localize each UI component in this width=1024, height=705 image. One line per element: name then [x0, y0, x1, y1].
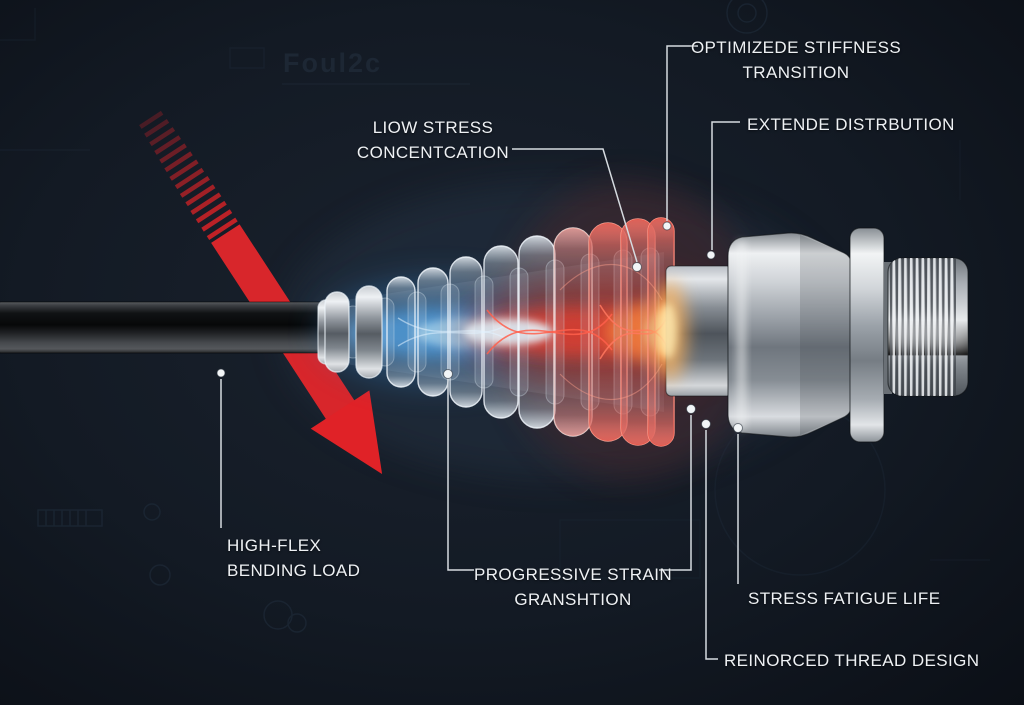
callout-stress-fatigue-life: STRESS FATIGUE LIFE [748, 589, 941, 608]
arrowhead [310, 390, 383, 475]
callout-line: OPTIMIZEDE STIFFNESS [690, 38, 902, 57]
leader-lines [220, 45, 740, 660]
callout-extended-distribution: EXTENDE DISTRBUTION [747, 115, 955, 134]
connector-flange [849, 227, 885, 443]
blueprint-decorations [37, 0, 768, 633]
callout-progressive-strain-transition: PROGRESSIVE STRAIN GRANSHTION [471, 562, 675, 612]
leader-extended-distribution [711, 121, 740, 250]
connector [652, 227, 969, 443]
dot-extended-distribution [706, 250, 716, 260]
body-highlight [737, 241, 746, 429]
junction-glow-core [659, 303, 677, 359]
callout-line: CONCENTCATION [356, 143, 510, 162]
callout-line: BENDING LOAD [227, 561, 361, 580]
leader-progressive-left [447, 379, 474, 571]
callout-line: HIGH-FLEX [227, 536, 322, 555]
callout-line: TRANSITION [742, 63, 850, 82]
strain-relief-boot [317, 217, 740, 447]
dot-optimized-stiffness [662, 221, 672, 231]
watermark-text: Foul2c [283, 48, 382, 78]
callout-high-flex-bending-load: HIGH-FLEX BENDING LOAD [227, 533, 360, 583]
leader-progressive-right [659, 415, 692, 571]
cable [0, 301, 337, 354]
body-chamfer-shade [800, 235, 852, 435]
thread-section [887, 257, 969, 397]
callout-line: PROGRESSIVE STRAIN [473, 565, 673, 584]
leader-dots [216, 221, 743, 433]
callout-line: LIOW STRESS [372, 118, 494, 137]
leader-reinforced-thread [705, 430, 718, 660]
dot-reinforced-thread [701, 419, 711, 429]
dot-low-stress [632, 262, 642, 272]
callout-low-stress-concentration: LIOW STRESS CONCENTCATION [356, 115, 510, 165]
dot-progressive-right [686, 404, 696, 414]
dot-high-flex [216, 368, 226, 378]
dot-progressive-left [443, 369, 453, 379]
leader-low-stress [512, 148, 638, 263]
dot-stress-fatigue [733, 423, 743, 433]
leader-optimized-stiffness [666, 45, 698, 221]
callout-optimized-stiffness-transition: OPTIMIZEDE STIFFNESS TRANSITION [690, 35, 902, 85]
callout-line: GRANSHTION [514, 590, 632, 609]
callout-reinforced-thread-design: REINORCED THREAD DESIGN [724, 651, 980, 670]
